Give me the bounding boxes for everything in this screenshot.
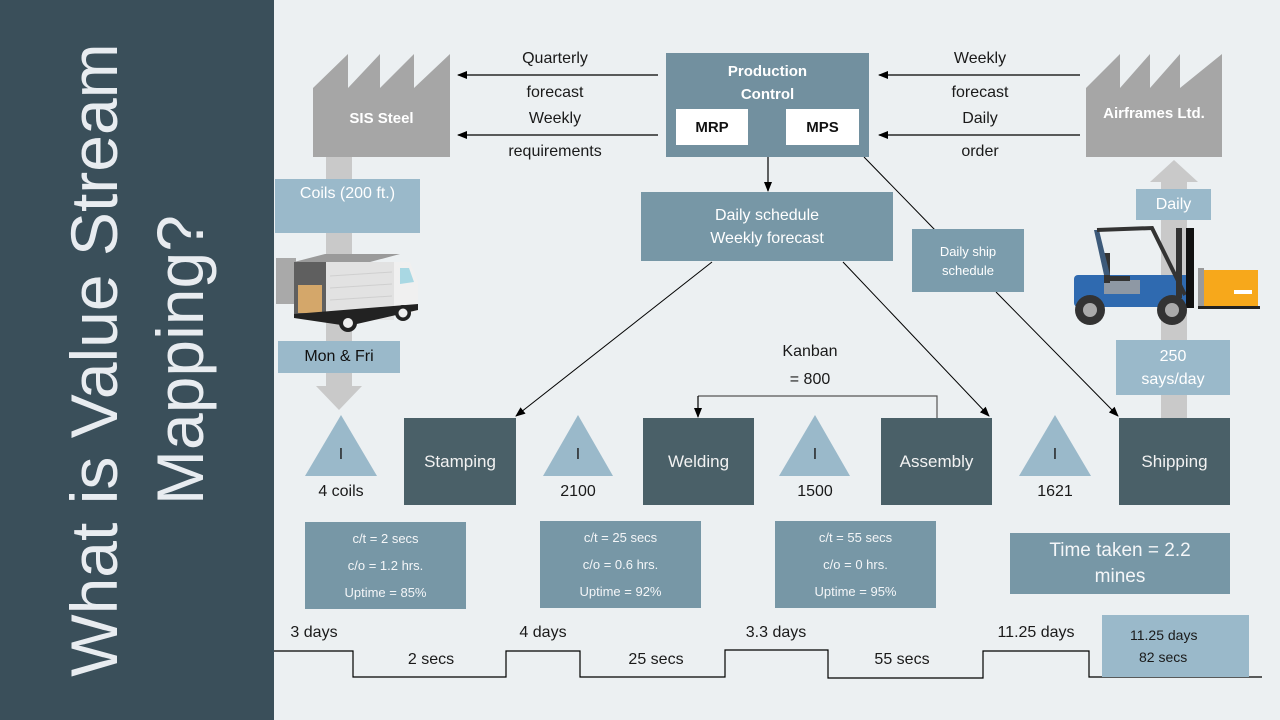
inbound-flow-arrow-head — [316, 386, 362, 410]
timeline-secs: 2 secs — [407, 651, 455, 668]
inventory-symbol: I — [338, 446, 344, 463]
schedule-to-stamping-arrow — [515, 261, 713, 417]
timeline-days: 3 days — [290, 624, 338, 641]
info-label: Daily — [962, 110, 998, 127]
ship-schedule-box: Daily ship schedule — [912, 229, 1024, 292]
pc-title-line2: Control — [740, 86, 795, 103]
process-data-box: c/t = 25 secs c/o = 0.6 hrs. Uptime = 92… — [540, 521, 701, 608]
changeover-time: c/o = 1.2 hrs. — [347, 558, 424, 573]
cycle-time: c/t = 55 secs — [818, 530, 893, 545]
total-process-time: 82 secs — [1139, 649, 1188, 665]
volume-line1: 250 — [1159, 347, 1187, 365]
outbound-volume-label: 250 says/day — [1116, 340, 1230, 395]
inventory-symbol: I — [812, 446, 818, 463]
inventory-value: 1621 — [1037, 483, 1073, 500]
timeline-days: 4 days — [519, 624, 567, 641]
changeover-time: c/o = 0 hrs. — [823, 557, 888, 572]
uptime: Uptime = 95% — [814, 584, 897, 599]
timeline-days: 11.25 days — [997, 624, 1075, 641]
production-control-box: Production Control MRP MPS — [666, 53, 869, 157]
info-label: requirements — [508, 143, 602, 160]
forklift-icon — [1074, 225, 1260, 325]
supplier-factory-icon — [313, 54, 450, 157]
pc-to-shipping-line-b — [995, 291, 1119, 417]
inventory-value: 1500 — [797, 483, 833, 500]
schedule-to-assembly-arrow — [842, 261, 990, 417]
inventory-triangle — [305, 415, 377, 476]
info-label: Quarterly — [522, 50, 588, 67]
mrp-box: MRP — [676, 109, 748, 145]
inventory-triangle — [1019, 415, 1091, 476]
customer-factory-icon — [1086, 54, 1222, 157]
process-stamping: Stamping — [404, 418, 516, 505]
schedule-line2: Weekly forecast — [710, 229, 824, 247]
pc-to-shipping-line-a — [863, 156, 936, 231]
ship-schedule-line2: schedule — [941, 262, 995, 278]
process-assembly: Assembly — [881, 418, 992, 505]
inventory-triangle — [779, 415, 850, 476]
customer-name: Airframes Ltd. — [1103, 105, 1205, 122]
truck-icon — [276, 254, 418, 332]
mps-box: MPS — [786, 109, 859, 145]
info-label: Weekly — [953, 50, 1007, 67]
schedule-line1: Daily schedule — [714, 206, 820, 224]
info-label: order — [961, 143, 999, 160]
schedule-box: Daily schedule Weekly forecast — [641, 192, 893, 261]
inventory-value: 2100 — [560, 483, 596, 500]
info-label: forecast — [951, 84, 1009, 101]
volume-line2: says/day — [1141, 370, 1205, 388]
uptime: Uptime = 85% — [344, 585, 427, 600]
timeline-secs: 25 secs — [628, 651, 684, 668]
time-taken-line2: mines — [1094, 565, 1146, 587]
cycle-time: c/t = 2 secs — [352, 531, 419, 546]
supplier-name: SIS Steel — [349, 110, 414, 127]
inventory-value: 4 coils — [318, 483, 364, 500]
info-label: forecast — [526, 84, 584, 101]
changeover-time: c/o = 0.6 hrs. — [582, 557, 659, 572]
pc-title-line1: Production — [727, 63, 808, 80]
kanban-value: = 800 — [789, 371, 831, 388]
process-data-box: c/t = 2 secs c/o = 1.2 hrs. Uptime = 85% — [305, 522, 466, 609]
process-data-box: c/t = 55 secs c/o = 0 hrs. Uptime = 95% — [775, 521, 936, 608]
inventory-symbol: I — [575, 446, 581, 463]
sidebar: What is Value Stream Mapping? — [0, 0, 274, 720]
outbound-frequency-label: Daily — [1136, 189, 1211, 220]
inventory-symbol: I — [1052, 446, 1058, 463]
process-welding: Welding — [643, 418, 754, 505]
timeline-secs: 55 secs — [874, 651, 930, 668]
time-taken-box: Time taken = 2.2 mines — [1010, 533, 1230, 594]
ship-schedule-line1: Daily ship — [939, 243, 997, 259]
uptime: Uptime = 92% — [579, 584, 662, 599]
inventory-triangle — [543, 415, 613, 476]
cycle-time: c/t = 25 secs — [583, 530, 658, 545]
outbound-flow-arrow-head — [1150, 160, 1198, 182]
timeline-ladder — [274, 649, 1262, 679]
inbound-material-label: Coils (200 ft.) — [275, 179, 420, 233]
info-label: Weekly — [528, 110, 582, 127]
total-lead-time: 11.25 days — [1130, 627, 1198, 643]
time-taken-line1: Time taken = 2.2 — [1049, 539, 1191, 561]
kanban-label: Kanban — [782, 343, 838, 360]
process-shipping: Shipping — [1119, 418, 1230, 505]
inbound-delivery-label: Mon & Fri — [278, 341, 400, 373]
timeline-days: 3.3 days — [745, 624, 807, 641]
kanban-loop-line — [698, 395, 938, 418]
timeline-total-box: 11.25 days 82 secs — [1102, 615, 1249, 677]
